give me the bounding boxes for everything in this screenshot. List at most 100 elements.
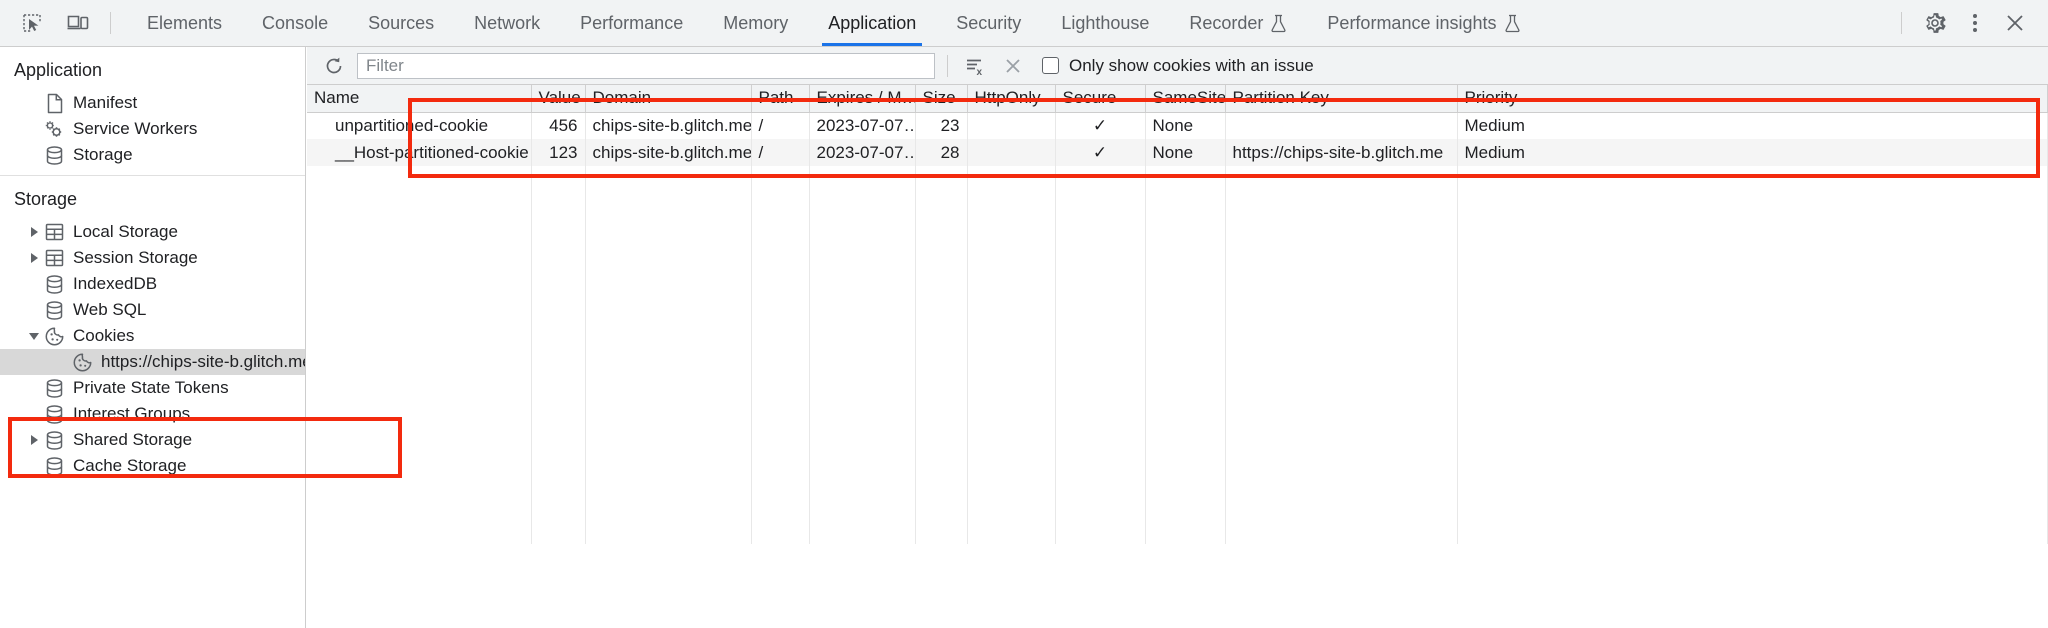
tab-sources[interactable]: Sources	[348, 0, 454, 46]
cell-size: 23	[915, 112, 968, 139]
empty-cell	[915, 463, 968, 490]
column-header-expires-m[interactable]: Expires / M…	[809, 85, 916, 113]
device-toolbar-icon[interactable]	[60, 6, 96, 40]
chevron-right-icon[interactable]	[26, 227, 42, 237]
tree-item-web-sql[interactable]: Web SQL	[0, 297, 305, 323]
empty-cell	[1457, 301, 2048, 328]
tree-item-local-storage[interactable]: Local Storage	[0, 219, 305, 245]
empty-cell	[809, 247, 916, 274]
tree-item-cookies[interactable]: Cookies	[0, 323, 305, 349]
empty-cell	[809, 517, 916, 544]
empty-cell	[307, 193, 532, 220]
tree-item-session-storage[interactable]: Session Storage	[0, 245, 305, 271]
tree-item-indexeddb[interactable]: IndexedDB	[0, 271, 305, 297]
tree-item-label: Interest Groups	[73, 404, 191, 423]
tab-application[interactable]: Application	[808, 0, 936, 46]
column-header-size[interactable]: Size	[915, 85, 968, 113]
table-icon	[42, 222, 66, 242]
empty-cell	[1055, 517, 1146, 544]
refresh-icon[interactable]	[319, 51, 349, 81]
filter-input[interactable]	[357, 52, 935, 79]
chevron-right-icon[interactable]	[26, 253, 42, 263]
cell-priority: Medium	[1457, 112, 2048, 139]
tree-item-shared-storage[interactable]: Shared Storage	[0, 427, 305, 453]
empty-cell	[1145, 166, 1226, 193]
cell-samesite: None	[1145, 112, 1226, 139]
tree-item-manifest[interactable]: Manifest	[0, 90, 305, 116]
gear-icon[interactable]	[1916, 4, 1954, 42]
empty-cell	[751, 463, 810, 490]
empty-cell	[751, 274, 810, 301]
empty-cell	[1457, 490, 2048, 517]
empty-cell	[1457, 193, 2048, 220]
tab-console[interactable]: Console	[242, 0, 348, 46]
clear-filter-icon[interactable]	[998, 51, 1028, 81]
empty-cell	[531, 247, 586, 274]
tree-item-label: Session Storage	[73, 248, 198, 267]
tab-lighthouse[interactable]: Lighthouse	[1041, 0, 1169, 46]
tree-item-service-workers[interactable]: Service Workers	[0, 116, 305, 142]
tab-label: Performance	[580, 12, 684, 33]
empty-cell	[585, 301, 752, 328]
tab-performance-insights[interactable]: Performance insights	[1307, 0, 1540, 46]
tab-performance[interactable]: Performance	[560, 0, 703, 46]
empty-cell	[1457, 274, 2048, 301]
tree-item-interest-groups[interactable]: Interest Groups	[0, 401, 305, 427]
database-icon	[42, 404, 66, 425]
column-header-partition-key[interactable]: Partition Key	[1225, 85, 1458, 113]
column-header-httponly[interactable]: HttpOnly	[967, 85, 1056, 113]
tree-item-storage[interactable]: Storage	[0, 142, 305, 168]
empty-cell	[967, 463, 1056, 490]
tab-elements[interactable]: Elements	[127, 0, 242, 46]
tab-memory[interactable]: Memory	[703, 0, 808, 46]
column-header-name[interactable]: Name	[307, 85, 532, 113]
tree-item-cache-storage[interactable]: Cache Storage	[0, 453, 305, 479]
empty-cell	[915, 166, 968, 193]
empty-cell	[1055, 463, 1146, 490]
chevron-right-icon[interactable]	[26, 435, 42, 445]
empty-cell	[809, 274, 916, 301]
tab-recorder[interactable]: Recorder	[1169, 0, 1307, 46]
experimental-flask-icon	[1270, 13, 1287, 34]
database-icon	[42, 456, 66, 477]
clear-all-cookies-icon[interactable]: x	[960, 51, 990, 81]
empty-cell	[751, 382, 810, 409]
only-show-issues-label: Only show cookies with an issue	[1069, 55, 1314, 75]
tab-security[interactable]: Security	[936, 0, 1041, 46]
column-header-samesite[interactable]: SameSite	[1145, 85, 1226, 113]
close-icon[interactable]	[1996, 4, 2034, 42]
column-header-value[interactable]: Value	[531, 85, 586, 113]
more-vertical-icon[interactable]	[1956, 4, 1994, 42]
tab-label: Sources	[368, 12, 435, 33]
column-header-domain[interactable]: Domain	[585, 85, 752, 113]
empty-cell	[809, 301, 916, 328]
empty-cell	[1055, 382, 1146, 409]
empty-cell	[1457, 355, 2048, 382]
column-header-path[interactable]: Path	[751, 85, 810, 113]
empty-cell	[307, 436, 532, 463]
empty-cell	[1145, 409, 1226, 436]
empty-cell	[1457, 166, 2048, 193]
empty-cell	[915, 301, 968, 328]
empty-cell	[967, 490, 1056, 517]
empty-cell	[809, 382, 916, 409]
empty-cell	[1457, 463, 2048, 490]
tree-item-https-chips-site-b-glitch-me[interactable]: https://chips-site-b.glitch.me	[0, 349, 305, 375]
tree-item-private-state-tokens[interactable]: Private State Tokens	[0, 375, 305, 401]
empty-cell	[967, 220, 1056, 247]
column-header-priority[interactable]: Priority	[1457, 85, 2048, 113]
column-header-secure[interactable]: Secure	[1055, 85, 1146, 113]
only-show-issues-checkbox[interactable]	[1042, 57, 1059, 74]
empty-cell	[1055, 274, 1146, 301]
chevron-down-icon[interactable]	[26, 332, 42, 340]
inspect-cursor-icon[interactable]	[14, 6, 50, 40]
only-show-issues-checkbox-wrapper[interactable]: Only show cookies with an issue	[1042, 56, 1314, 76]
tab-network[interactable]: Network	[454, 0, 560, 46]
empty-cell	[1145, 193, 1226, 220]
empty-cell	[1145, 463, 1226, 490]
